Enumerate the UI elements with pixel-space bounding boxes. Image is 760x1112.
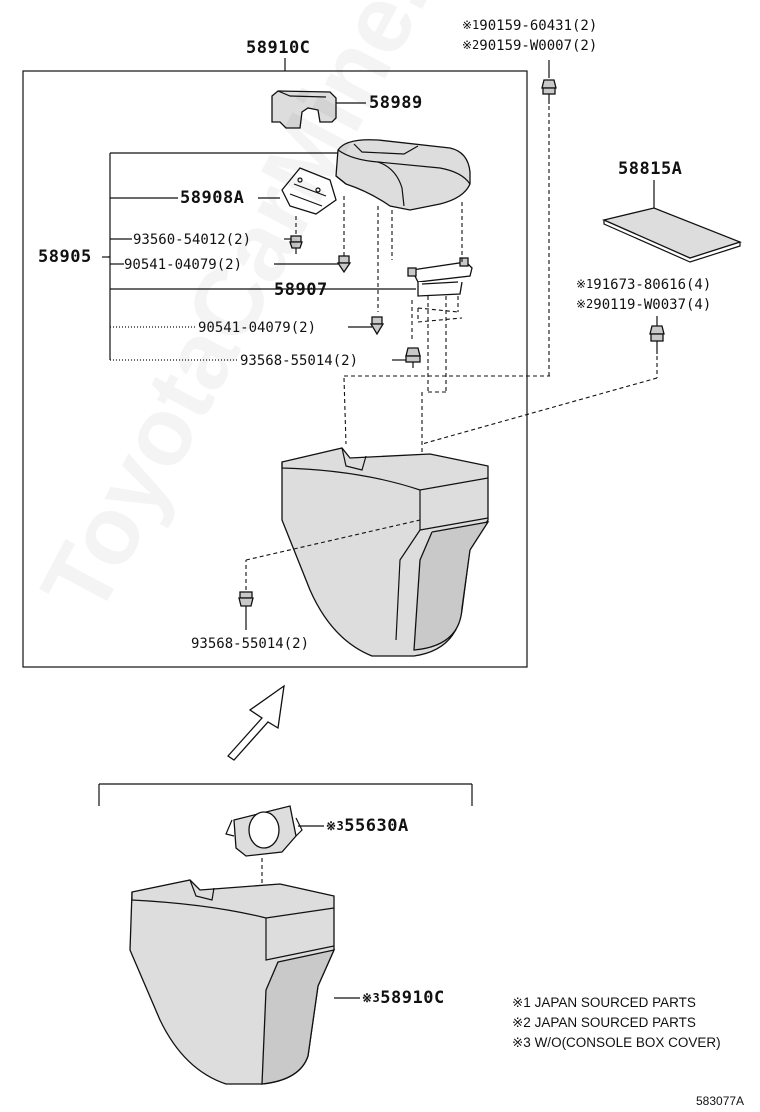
label-58907: 58907 [274, 280, 328, 300]
label-58910c-lower-text: 58910C [380, 988, 445, 1008]
bolt-90541-b [369, 316, 385, 336]
part-58907-latch [407, 257, 473, 297]
label-91673-80616-text: 91673-80616(4) [593, 277, 712, 293]
mark-1: ※1 [462, 18, 480, 32]
lower-group-bracket [98, 783, 473, 806]
label-90119-w0037-text: 90119-W0037(4) [593, 297, 712, 313]
label-90159-60431-text: 90159-60431(2) [479, 18, 598, 34]
mark-3: ※3 [362, 991, 381, 1005]
legend-item-3: ※3 W/O(CONSOLE BOX COVER) [512, 1035, 721, 1050]
mark-3: ※3 [326, 819, 345, 833]
legend-item-1: ※1 JAPAN SOURCED PARTS [512, 995, 696, 1010]
part-58908a-hinge [281, 167, 337, 215]
assembly-guides [343, 202, 550, 520]
guide-91673-diag [421, 377, 658, 445]
label-90541-a: 90541-04079(2) [124, 257, 243, 273]
screw-90159 [541, 79, 557, 104]
console-box-upper [281, 447, 490, 657]
label-58908a: 58908A [180, 188, 245, 208]
part-58989-cap [271, 90, 337, 129]
label-55630a-text: 55630A [344, 816, 409, 836]
label-91673-80616: ※191673-80616(4) [576, 275, 711, 294]
label-90119-w0037: ※290119-W0037(4) [576, 295, 711, 314]
screw-93560 [289, 235, 303, 254]
part-armrest-lid [335, 139, 471, 211]
screw-93568-b [238, 591, 254, 630]
label-93560: 93560-54012(2) [133, 232, 252, 248]
label-58905: 58905 [38, 247, 92, 267]
part-58815a-pad [601, 207, 742, 263]
label-55630a: ※355630A [326, 817, 409, 835]
mark-2: ※2 [576, 297, 594, 311]
screw-93568-a [405, 347, 421, 368]
guide-box-bottom-diag [245, 519, 421, 561]
clip-91673 [649, 325, 665, 354]
label-58910c-lower: ※358910C [362, 989, 445, 1007]
label-93568-b: 93568-55014(2) [191, 636, 310, 652]
bolt-90541-a [336, 255, 352, 274]
label-93568-a: 93568-55014(2) [240, 353, 359, 369]
mark-1: ※1 [576, 277, 594, 291]
label-58910c: 58910C [246, 38, 311, 58]
assembly-arrow-icon [227, 684, 285, 761]
assembly-frame [22, 70, 528, 668]
label-90159-60431: ※190159-60431(2) [462, 16, 597, 35]
label-58815a: 58815A [618, 159, 683, 179]
label-90159-w0007-text: 90159-W0007(2) [479, 38, 598, 54]
bracket-58905 [102, 152, 416, 361]
legend-item-2: ※2 JAPAN SOURCED PARTS [512, 1015, 696, 1030]
label-58989: 58989 [369, 93, 423, 113]
part-55630a-plate [225, 805, 303, 857]
mark-2: ※2 [462, 38, 480, 52]
diagram-code: 583077A [696, 1094, 745, 1108]
label-90159-w0007: ※290159-W0007(2) [462, 36, 597, 55]
console-box-lower [129, 879, 336, 1085]
label-90541-b: 90541-04079(2) [198, 320, 317, 336]
